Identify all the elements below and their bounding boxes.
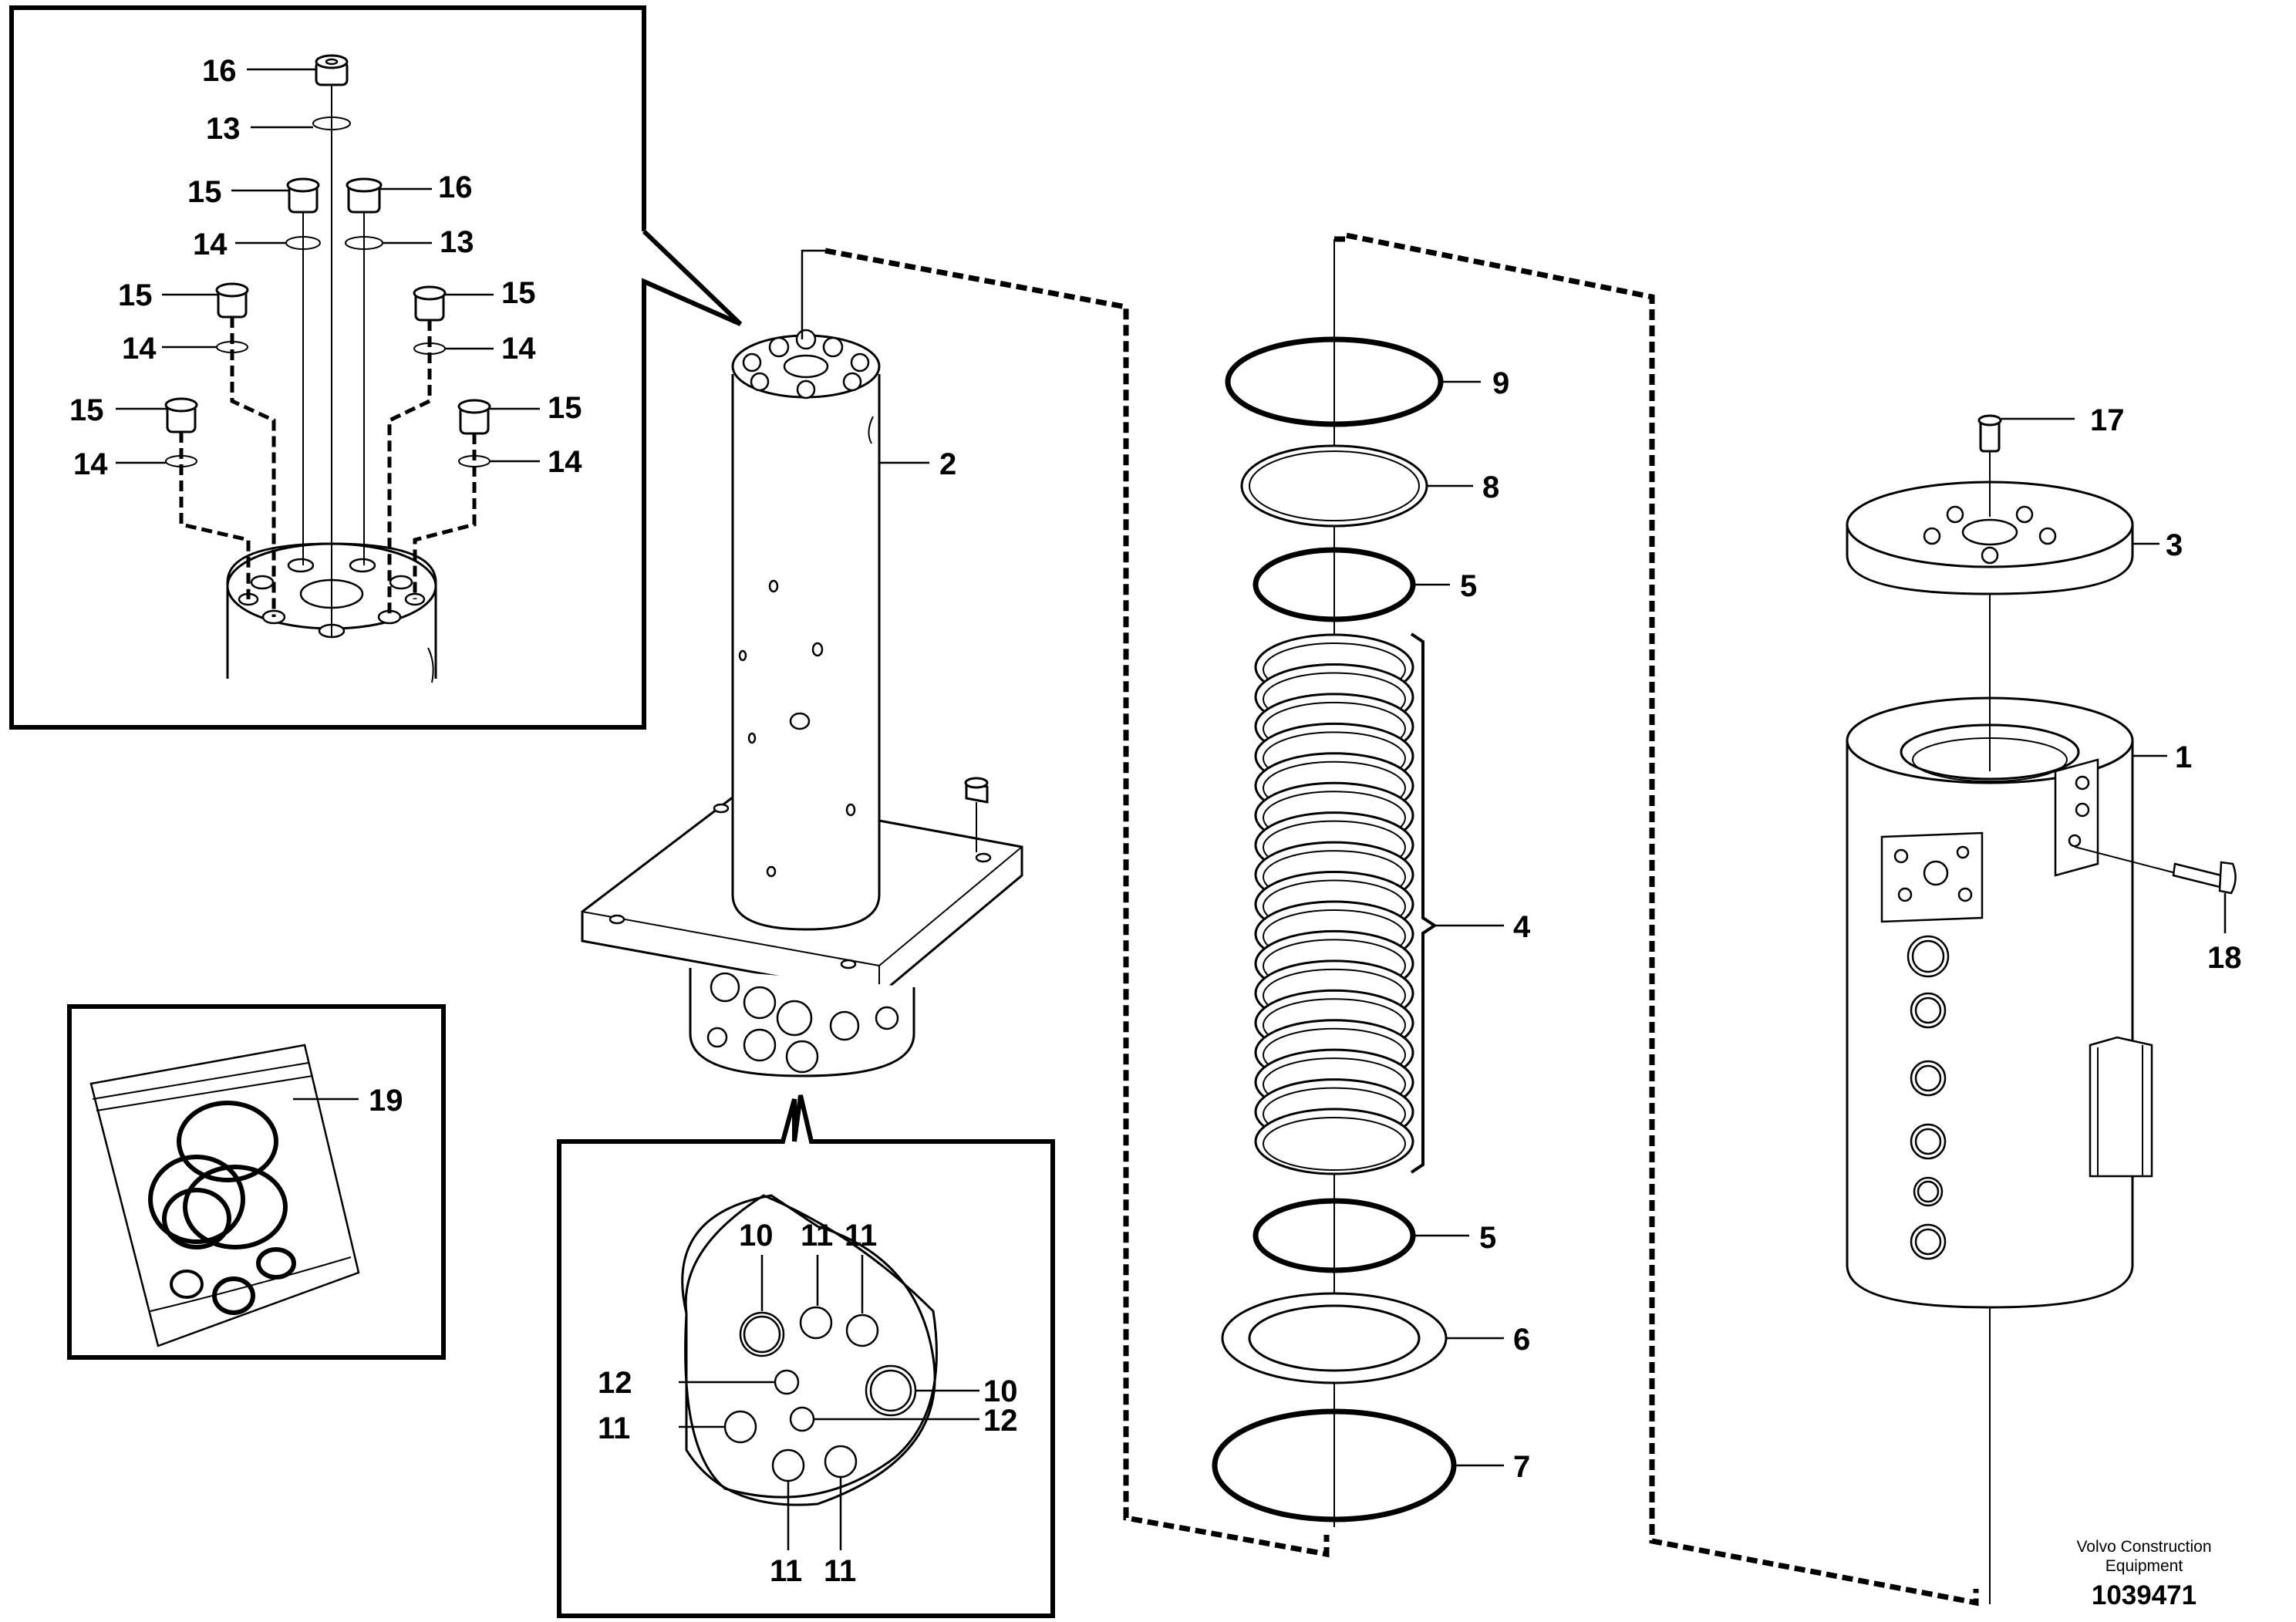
callout-3: 3	[2166, 528, 2183, 562]
footer-branding: Volvo Construction Equipment 1039471	[2076, 1538, 2211, 1610]
plug-16-top	[315, 54, 349, 86]
callout-10-bottom-left: 10	[739, 1219, 774, 1253]
callout-7: 7	[1513, 1450, 1530, 1484]
plug-15-left-2	[215, 282, 249, 319]
cover-plate-item-3: 3	[1846, 481, 2183, 595]
callout-11-bottom-a: 11	[770, 1554, 802, 1588]
callout-12-left: 12	[598, 1366, 632, 1400]
callout-2: 2	[939, 447, 956, 481]
swivel-housing-item-1: 1	[1846, 594, 2192, 1604]
detail-inset-bottom-ports: 10 11 11 12 10 11 12 11 11	[557, 1094, 1055, 1618]
callout-15-right-3: 15	[548, 391, 582, 425]
callout-18: 18	[2207, 941, 2242, 975]
callout-16-top: 16	[202, 54, 237, 88]
plug-15-left-3	[164, 397, 198, 433]
seal-ring	[1254, 1108, 1414, 1175]
callout-11-bottom-b: 11	[824, 1554, 856, 1588]
bolt-item-17: 17	[1977, 403, 2125, 517]
callout-19: 19	[369, 1084, 403, 1118]
callout-17: 17	[2090, 403, 2125, 437]
document-number: 1039471	[2092, 1580, 2197, 1610]
nut	[964, 777, 989, 852]
callout-14-left-3: 14	[73, 447, 108, 481]
callout-16-right: 16	[438, 170, 473, 204]
callout-8: 8	[1482, 470, 1499, 504]
seal-stack: 9 8 5 4 5 6 7	[1212, 239, 1531, 1527]
callout-13-right: 13	[440, 225, 474, 259]
callout-5-upper: 5	[1460, 569, 1477, 603]
callout-1: 1	[2175, 740, 2192, 774]
callout-12-right: 12	[983, 1404, 1018, 1438]
callout-15-left-1: 15	[187, 175, 222, 209]
seal-ring-inner-edge	[1263, 1117, 1406, 1171]
detail-inset-top-ports: 16 13 15 16 14 13 15 15 14 14 15 15 14 1…	[9, 5, 743, 730]
callout-14-right-2: 14	[501, 332, 536, 366]
washer-item-6	[1221, 1292, 1448, 1384]
callout-14-left-1: 14	[193, 228, 228, 261]
brand-line-1: Volvo Construction	[2076, 1538, 2211, 1556]
seal-rings-item-4	[1254, 633, 1414, 1175]
bolt-item-18: 18	[2074, 846, 2242, 975]
callout-15-right-2: 15	[501, 276, 536, 310]
callout-11-left: 11	[598, 1411, 630, 1445]
callout-11-top-b: 11	[845, 1219, 877, 1253]
callout-5-lower: 5	[1479, 1221, 1496, 1255]
plug-15-right-2	[413, 285, 447, 322]
callout-6: 6	[1513, 1323, 1530, 1357]
callout-11-top-a: 11	[801, 1219, 833, 1253]
callout-14-left-2: 14	[122, 332, 157, 366]
callout-9: 9	[1492, 366, 1509, 400]
plug-15-right-3	[457, 399, 491, 435]
callout-13-top: 13	[206, 112, 241, 146]
ring-item-8	[1240, 444, 1428, 528]
callout-14-right-3: 14	[548, 445, 582, 479]
assembly-dashed-line-right	[1334, 231, 1979, 1607]
assembly-dashed-line-left	[824, 248, 1330, 1558]
brand-line-2: Equipment	[2106, 1557, 2183, 1575]
detail-inset-seal-kit: 19	[67, 1004, 446, 1360]
callout-4: 4	[1513, 910, 1531, 944]
callout-15-left-2: 15	[118, 278, 153, 312]
callout-10-right: 10	[983, 1374, 1018, 1408]
swivel-shaft-item-2	[581, 249, 1023, 1077]
callout-15-left-3: 15	[69, 393, 104, 427]
plug-15-left-1	[286, 177, 320, 214]
plug-16-right	[346, 177, 383, 214]
